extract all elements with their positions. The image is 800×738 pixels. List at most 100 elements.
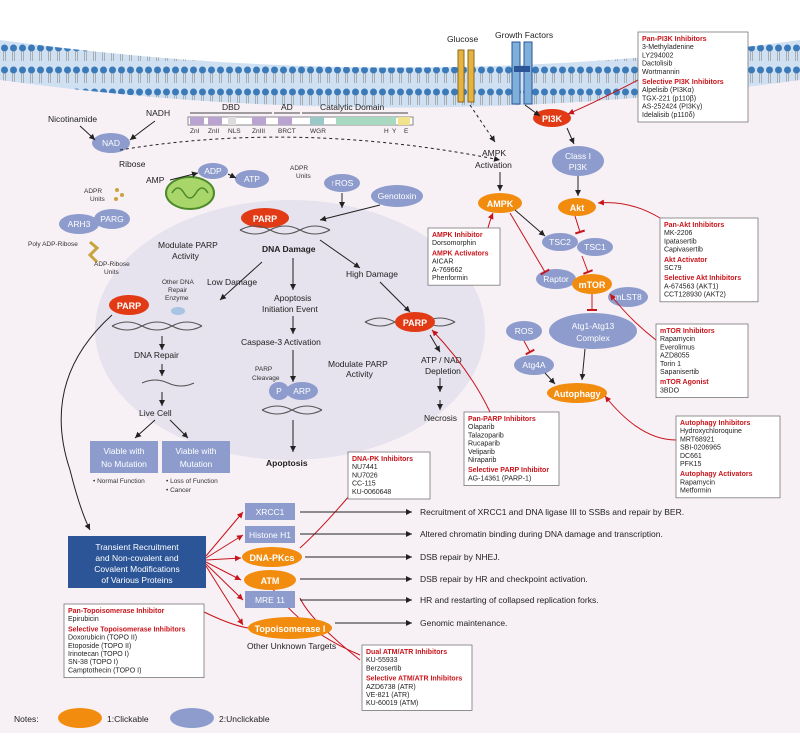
inhibitor-item[interactable]: PFK15 xyxy=(680,461,702,468)
inhibitor-item[interactable]: NU7026 xyxy=(352,472,378,479)
inhibitor-heading: Dual ATM/ATR Inhibitors xyxy=(366,649,447,656)
inhibitor-item[interactable]: TGX-221 (p110β) xyxy=(642,95,696,102)
inhibitor-box-frame xyxy=(659,217,759,303)
inhibitor-heading: Selective PI3K Inhibitors xyxy=(642,79,724,86)
inhibitor-item[interactable]: A-769662 xyxy=(432,267,462,274)
inhibitor-item[interactable]: Rapamycin xyxy=(660,336,695,343)
inhibitor-item[interactable]: Epirubicin xyxy=(68,616,99,623)
mre11-description: HR and restarting of collapsed replicati… xyxy=(420,595,599,605)
inhibitor-item[interactable]: Torin 1 xyxy=(660,361,681,368)
inhibitor-item[interactable]: Irinotecan (TOPO I) xyxy=(68,651,129,658)
inhibitor-item[interactable]: AG-14361 (PARP-1) xyxy=(468,475,531,482)
parp-cleavage-label: PARP xyxy=(255,366,272,373)
inhibitor-item[interactable]: SBI-0206965 xyxy=(680,445,721,452)
inhibitor-item[interactable]: KU-0060648 xyxy=(352,489,391,496)
inhibitor-item[interactable]: NU7441 xyxy=(352,464,378,471)
atm-description: DSB repair by HR and checkpoint activati… xyxy=(420,574,588,584)
pi3k-label[interactable]: PI3K xyxy=(542,114,563,124)
atg4a-label: Atg4A xyxy=(522,360,545,370)
pi3k-node[interactable] xyxy=(533,109,571,127)
autophagy-node[interactable] xyxy=(547,383,607,403)
topoisomerase-label[interactable]: Topoisomerase I xyxy=(255,624,326,634)
inhibitor-item[interactable]: KU-60019 (ATM) xyxy=(366,700,418,707)
inhibitor-item[interactable]: Rucaparib xyxy=(468,441,500,448)
parp-main-label[interactable]: PARP xyxy=(253,214,277,224)
mtor-label[interactable]: mTOR xyxy=(579,280,606,290)
inhibitor-item[interactable]: Veliparib xyxy=(468,449,495,456)
inhibitor-item[interactable]: DC661 xyxy=(680,453,702,460)
parp-right-node[interactable] xyxy=(395,312,435,332)
inhibitor-item[interactable]: AZD8055 xyxy=(660,353,690,360)
inhibitor-item[interactable]: Alpelisib (PI3Kα) xyxy=(642,87,694,94)
inhibitor-item[interactable]: 3BDO xyxy=(660,387,680,394)
brct-label: BRCT xyxy=(278,128,296,135)
inhibitor-item[interactable]: KU-55933 xyxy=(366,657,398,664)
dna-helix-repair xyxy=(111,321,203,331)
inhibitor-item[interactable]: Dorsomorphin xyxy=(432,240,476,247)
dnapkcs-label[interactable]: DNA-PKcs xyxy=(249,553,294,563)
inhibitor-item[interactable]: Idelalisib (p110δ) xyxy=(642,112,695,119)
inhibitor-item[interactable]: Sapanisertib xyxy=(660,369,699,376)
ampk-node[interactable] xyxy=(478,193,522,213)
inhibitor-box-pi3k-inh: Pan-PI3K Inhibitors3-MethyladenineLY2940… xyxy=(637,31,749,123)
inhibitor-item[interactable]: A-674563 (AKT1) xyxy=(664,283,718,290)
inhibitor-item[interactable]: SC79 xyxy=(664,265,682,272)
inhibitor-item[interactable]: Everolimus xyxy=(660,344,695,351)
inhibitor-item[interactable]: Ipatasertib xyxy=(664,238,697,245)
apoptosis-label: Apoptosis xyxy=(266,458,308,468)
inhibitor-item[interactable]: CCT128930 (AKT2) xyxy=(664,292,726,299)
autophagy-label[interactable]: Autophagy xyxy=(554,389,601,399)
inhibitor-item[interactable]: Doxorubicin (TOPO II) xyxy=(68,635,137,642)
inhibitor-item[interactable]: Capivasertib xyxy=(664,247,703,254)
parp-left-node[interactable] xyxy=(109,295,149,315)
mtor-node[interactable] xyxy=(572,274,612,294)
recruitment-arrow xyxy=(60,314,113,531)
inhibitor-item[interactable]: Talazoparib xyxy=(468,432,504,439)
atm-node[interactable] xyxy=(244,570,296,590)
inhibitor-item[interactable]: AS-252424 (PI3Kγ) xyxy=(642,104,702,111)
inhibitor-item[interactable]: Rapamycin xyxy=(680,479,715,486)
ros-right-label: ROS xyxy=(515,326,534,336)
parp-left-label[interactable]: PARP xyxy=(117,301,141,311)
dnapkcs-node[interactable] xyxy=(242,547,302,567)
unclickable-legend-swatch xyxy=(170,708,214,728)
inhibitor-item[interactable]: Niraparib xyxy=(468,457,497,464)
inhibitor-item[interactable]: SN-38 (TOPO I) xyxy=(68,659,118,666)
akt-node[interactable] xyxy=(558,198,596,216)
mitochondrion-icon xyxy=(165,176,215,210)
catalytic-label: Catalytic Domain xyxy=(320,102,385,112)
inhibitor-item[interactable]: LY294002 xyxy=(642,52,674,59)
inhibitor-item[interactable]: AICAR xyxy=(432,259,453,266)
akt-label[interactable]: Akt xyxy=(570,203,585,213)
adp-ribose-units-label: ADP-Ribose xyxy=(94,261,130,268)
inhibitor-item[interactable]: VE-821 (ATR) xyxy=(366,692,409,699)
parp-right-label[interactable]: PARP xyxy=(403,318,427,328)
inhibitor-item[interactable]: 3-Methyladenine xyxy=(642,44,694,51)
ampk-label[interactable]: AMPK xyxy=(487,199,514,209)
atg-complex-label-2: Complex xyxy=(576,333,610,343)
parp-main-node[interactable] xyxy=(241,208,289,228)
atm-label[interactable]: ATM xyxy=(261,576,280,586)
inhibitor-item[interactable]: Dactolisib xyxy=(642,61,672,68)
inhibitor-boxes: Pan-PI3K Inhibitors3-MethyladenineLY2940… xyxy=(63,31,781,711)
topoisomerase-node[interactable] xyxy=(248,617,332,639)
viable-no-mutation-box xyxy=(90,441,158,473)
amp-label: AMP xyxy=(146,175,165,185)
inhibitor-item[interactable]: Etoposide (TOPO II) xyxy=(68,643,131,650)
inhibitor-box-dnapk-inh: DNA-PK InhibitorsNU7441NU7026CC-115KU-00… xyxy=(347,451,431,500)
histone-description: Altered chromatin binding during DNA dam… xyxy=(420,529,663,539)
inhibitor-item[interactable]: Metformin xyxy=(680,488,711,495)
poly-adp-chain xyxy=(87,240,100,264)
inhibitor-item[interactable]: Wortmannin xyxy=(642,69,680,76)
inhibitor-item[interactable]: Camptothecin (TOPO I) xyxy=(68,667,141,674)
inhibitor-item[interactable]: Hydroxychloroquine xyxy=(680,428,742,435)
inhibitor-item[interactable]: AZD6738 (ATR) xyxy=(366,684,416,691)
inhibitor-item[interactable]: Berzosertib xyxy=(366,665,402,672)
inhibitor-item[interactable]: CC-115 xyxy=(352,481,376,488)
inhibitor-item[interactable]: Olaparib xyxy=(468,424,495,431)
inhibitor-item[interactable]: Phenformin xyxy=(432,275,468,282)
histone-label: Histone H1 xyxy=(249,530,291,540)
inhibitor-item[interactable]: MRT68921 xyxy=(680,436,715,443)
inhibitor-item[interactable]: MK-2206 xyxy=(664,230,693,237)
inhibitor-heading: Pan-PI3K Inhibitors xyxy=(642,36,707,43)
